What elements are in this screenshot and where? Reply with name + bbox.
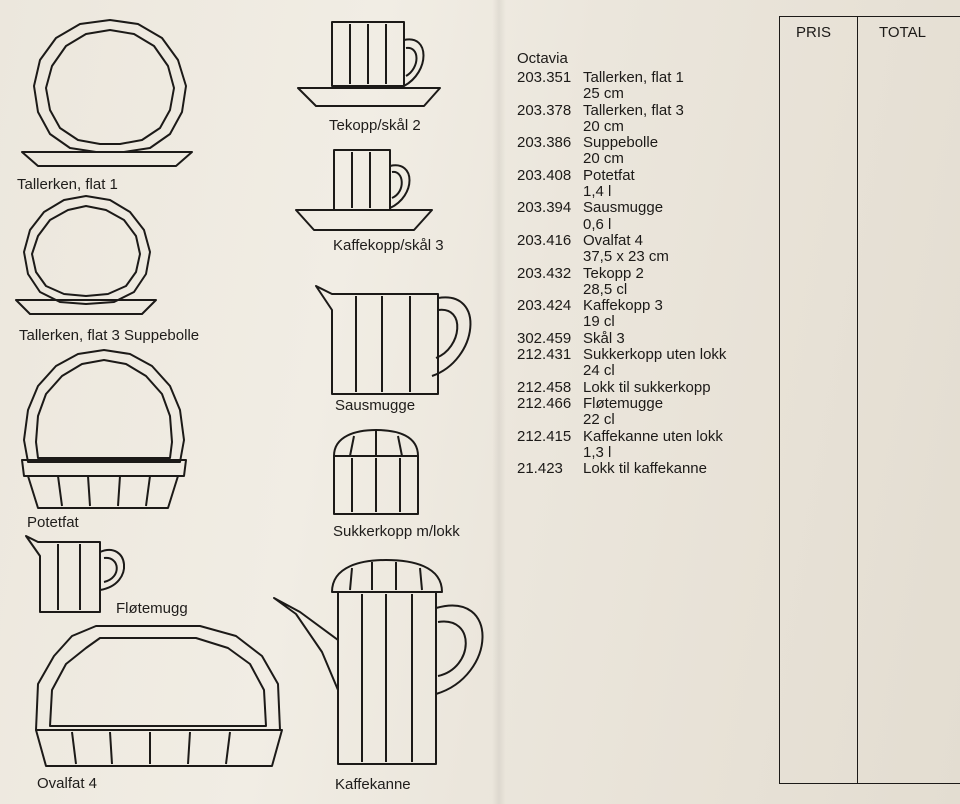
item-detail: 22 cl bbox=[583, 411, 615, 429]
label-sukkerkopp: Sukkerkopp m/lokk bbox=[333, 523, 460, 540]
item-detail: 20 cm bbox=[583, 117, 624, 135]
item-code: 302.459 bbox=[517, 329, 572, 347]
item-name: Fløtemugge bbox=[583, 394, 664, 412]
label-potetfat: Potetfat bbox=[27, 514, 79, 531]
item-detail: 37,5 x 23 cm bbox=[583, 248, 669, 266]
item-name: Sukkerkopp uten lokk bbox=[583, 346, 727, 364]
dinner-plate-icon bbox=[21, 19, 193, 167]
label-kaffekanne: Kaffekanne bbox=[335, 776, 411, 793]
paper-fold bbox=[492, 0, 506, 804]
item-detail: 25 cm bbox=[583, 85, 624, 103]
item-name: Sausmugge bbox=[583, 199, 664, 217]
item-detail: 19 cl bbox=[583, 313, 615, 331]
item-code: 203.416 bbox=[517, 231, 572, 249]
teacup-icon bbox=[297, 21, 441, 107]
series-title: Octavia bbox=[517, 50, 568, 67]
oval-dish-icon bbox=[35, 625, 283, 767]
list-item: 212.458 Lokk til sukkerkopp bbox=[517, 378, 726, 396]
item-code: 203.432 bbox=[517, 264, 572, 282]
label-kaffekopp: Kaffekopp/skål 3 bbox=[333, 237, 444, 254]
gravy-jug-icon bbox=[315, 285, 472, 395]
price-table: PRIS TOTAL bbox=[779, 16, 960, 784]
list-item: 21.423 Lokk til kaffekanne bbox=[517, 460, 726, 478]
item-detail: 24 cl bbox=[583, 362, 615, 380]
list-item: 302.459 Skål 3 bbox=[517, 329, 726, 347]
label-tekopp: Tekopp/skål 2 bbox=[329, 117, 421, 134]
item-name: Lokk til sukkerkopp bbox=[583, 378, 711, 396]
item-name: Ovalfat 4 bbox=[583, 231, 644, 249]
item-detail: 0,6 l bbox=[583, 215, 612, 233]
item-name: Tallerken, flat 1 bbox=[583, 69, 684, 86]
item-name: Kaffekanne uten lokk bbox=[583, 427, 723, 445]
item-code: 212.431 bbox=[517, 346, 572, 364]
label-tallerken-flat-1: Tallerken, flat 1 bbox=[17, 176, 118, 193]
item-name: Kaffekopp 3 bbox=[583, 297, 663, 315]
small-plate-icon bbox=[15, 195, 157, 315]
item-detail: 1,3 l bbox=[583, 443, 612, 461]
pris-header: PRIS bbox=[796, 24, 832, 41]
item-code: 212.415 bbox=[517, 427, 572, 445]
item-detail: 28,5 cl bbox=[583, 280, 628, 298]
coffee-pot-icon bbox=[273, 559, 484, 765]
item-code: 203.394 bbox=[517, 199, 572, 217]
item-name: Suppebolle bbox=[583, 134, 659, 152]
item-code: 212.458 bbox=[517, 378, 572, 396]
label-tallerken-flat-3: Tallerken, flat 3 Suppebolle bbox=[19, 327, 200, 344]
item-name: Tekopp 2 bbox=[583, 264, 644, 282]
item-code: 21.423 bbox=[517, 460, 563, 478]
illustrations-art bbox=[15, 19, 484, 767]
item-code: 203.351 bbox=[517, 69, 572, 86]
item-code: 212.466 bbox=[517, 394, 572, 412]
sugar-bowl-icon bbox=[333, 429, 419, 515]
item-code: 203.386 bbox=[517, 134, 572, 152]
item-code: 203.378 bbox=[517, 101, 572, 119]
item-name: Potetfat bbox=[583, 166, 635, 184]
item-detail: 1,4 l bbox=[583, 183, 612, 201]
table-top-border bbox=[780, 16, 960, 17]
column-divider bbox=[857, 16, 858, 783]
label-ovalfat: Ovalfat 4 bbox=[37, 775, 98, 792]
item-code: 203.408 bbox=[517, 166, 572, 184]
coffee-cup-icon bbox=[295, 149, 433, 231]
label-flotemugg: Fløtemugg bbox=[116, 600, 188, 617]
potato-dish-icon bbox=[21, 349, 187, 509]
item-name: Lokk til kaffekanne bbox=[583, 460, 707, 478]
item-detail: 20 cm bbox=[583, 150, 624, 168]
label-sausmugge: Sausmugge bbox=[335, 397, 416, 414]
item-name: Skål 3 bbox=[583, 329, 625, 347]
item-name: Tallerken, flat 3 bbox=[583, 101, 684, 119]
creamer-icon bbox=[25, 535, 126, 613]
total-header: TOTAL bbox=[879, 24, 926, 41]
item-code: 203.424 bbox=[517, 297, 572, 315]
